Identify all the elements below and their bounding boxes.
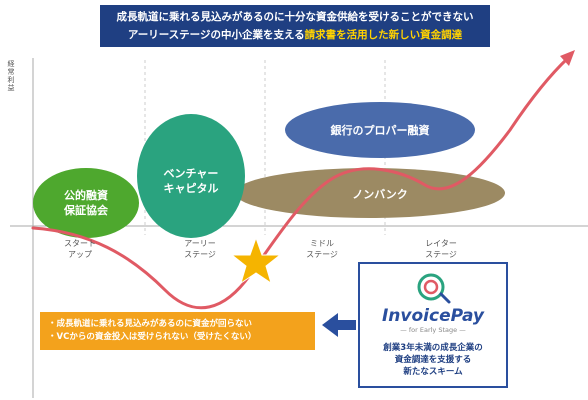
vc-label: ベンチャー キャピタル — [156, 166, 226, 196]
nonbank-label: ノンバンク — [352, 188, 408, 201]
vc-label-l1: ベンチャー — [163, 167, 219, 180]
stage-startup-l1: スタート — [64, 239, 96, 248]
stage-early: アーリー ステージ — [165, 238, 235, 260]
stage-later-l2: ステージ — [425, 250, 457, 259]
invoicepay-desc-l3: 新たなスキーム — [403, 367, 463, 377]
stage-early-l1: アーリー — [184, 239, 216, 248]
banner-line-1: 成長軌道に乗れる見込みがあるのに十分な資金供給を受けることができない — [116, 11, 474, 23]
bank-label: 銀行のプロパー融資 — [330, 124, 430, 137]
invoicepay-tagline: — for Early Stage — — [400, 326, 466, 334]
invoicepay-card: InvoicePay — for Early Stage — 創業3年未満の成長… — [358, 262, 508, 388]
stage-early-l2: ステージ — [184, 250, 216, 259]
public-financing-label: 公的融資 保証協会 — [56, 188, 116, 218]
invoicepay-description: 創業3年未満の成長企業の 資金調達を支援する 新たなスキーム — [360, 342, 506, 378]
invoicepay-name: InvoicePay — [360, 306, 506, 326]
public-financing-label-l1: 公的融資 — [64, 189, 108, 202]
banner-highlight: 請求書を活用した新しい資金調達 — [304, 29, 463, 41]
stage-later-l1: レイター — [425, 239, 457, 248]
stage-later: レイター ステージ — [406, 238, 476, 260]
public-financing-label-l2: 保証協会 — [64, 204, 108, 217]
invoicepay-logo-icon — [417, 273, 451, 304]
invoicepay-name-a: Invoice — [381, 306, 451, 326]
problem-item-2: ・VCからの資金投入は受けられない（受けたくない） — [48, 332, 257, 342]
public-financing-ellipse — [33, 168, 139, 238]
y-axis-label: 経常利益 — [7, 60, 15, 92]
growth-curve — [31, 56, 570, 310]
stage-startup: スタート アップ — [45, 238, 115, 260]
problem-item-1: ・成長軌道に乗れる見込みがあるのに資金が回らない — [48, 319, 253, 329]
invoicepay-desc-l2: 資金調達を支援する — [394, 355, 472, 365]
banner-line-2: アーリーステージの中小企業を支える請求書を活用した新しい資金調達 — [100, 26, 490, 44]
invoicepay-desc-l1: 創業3年未満の成長企業の — [383, 343, 483, 353]
problem-box: ・成長軌道に乗れる見込みがあるのに資金が回らない ・VCからの資金投入は受けられ… — [40, 312, 315, 350]
curve-arrowhead — [560, 50, 575, 66]
star-icon — [230, 236, 282, 285]
vc-label-l2: キャピタル — [163, 182, 219, 195]
bank-ellipse — [285, 102, 475, 158]
stage-middle: ミドル ステージ — [287, 238, 357, 260]
banner-line-2-main: アーリーステージの中小企業を支える — [127, 29, 305, 41]
header-banner: 成長軌道に乗れる見込みがあるのに十分な資金供給を受けることができない アーリース… — [100, 5, 490, 47]
vc-ellipse — [137, 114, 245, 238]
invoicepay-name-b: Pay — [450, 306, 485, 326]
stage-startup-l2: アップ — [68, 250, 92, 259]
stage-middle-l2: ステージ — [306, 250, 338, 259]
arrow-left-icon — [322, 313, 356, 337]
stage-middle-l1: ミドル — [310, 239, 334, 248]
